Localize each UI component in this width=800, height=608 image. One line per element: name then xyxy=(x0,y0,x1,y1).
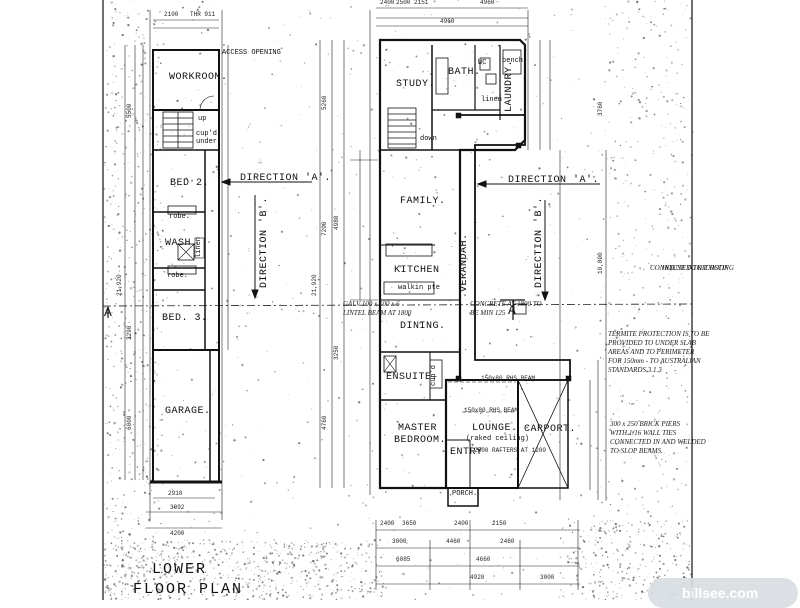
note-concrete: CONCRETE AT 1800 TO BE MIN 125 xyxy=(470,300,542,318)
dim-right-bottom-2: 3650 xyxy=(402,521,416,527)
dim-right-bottom-7: 4460 xyxy=(446,539,460,545)
dim-left-bottom-1: 2910 xyxy=(168,491,182,497)
dim-left-2: 3290 xyxy=(127,326,133,340)
label-down: down xyxy=(420,136,437,143)
dim-left-bottom-2: 3092 xyxy=(170,505,184,511)
room-bedroom: BEDROOM. xyxy=(394,436,446,446)
access-opening-note: ACCESS OPENING xyxy=(222,50,281,57)
site-watermark: billsee.com xyxy=(648,578,798,608)
dim-right-bottom-4: 2150 xyxy=(492,521,506,527)
label-bench: bench xyxy=(502,58,523,65)
room-bath: BATH. xyxy=(448,68,481,78)
label-cupd: cup'd xyxy=(196,131,217,138)
dim-right-bottom-9: 4660 xyxy=(476,557,490,563)
beam-label-1: 150x80 RHS BEAM xyxy=(481,376,535,382)
label-robe-2: robe. xyxy=(167,273,188,280)
dim-right-overall: 21,920 xyxy=(312,274,318,296)
dim-right-3: 4980 xyxy=(334,216,340,230)
dim-right-side-1: 10,800 xyxy=(598,252,604,274)
watermark-text: billsee.com xyxy=(682,585,758,601)
dim-right-top-b: 2151 xyxy=(414,0,428,6)
room-dining: DINING. xyxy=(400,322,446,332)
dim-left-top-1: 2100 xyxy=(164,12,178,18)
label-linen-left: linen xyxy=(196,237,203,258)
left-unit xyxy=(150,50,222,482)
label-up: up xyxy=(198,116,206,123)
dim-right-bottom-5: 2460 xyxy=(500,539,514,545)
label-linen-right: linen xyxy=(481,97,502,104)
beam-label-2: 150x80 RHS BEAM xyxy=(464,408,518,414)
dim-right-side-2: 3760 xyxy=(598,102,604,116)
label-wc: WC xyxy=(478,60,486,67)
room-family: FAMILY. xyxy=(400,197,446,207)
room-kitchen: KITCHEN xyxy=(394,266,440,276)
label-walkin: walkin pte xyxy=(398,285,440,292)
room-verandah: VERANDAH. xyxy=(460,233,470,292)
dim-right-top-a: 2500 xyxy=(396,0,410,6)
dim-right-top-1: 2400 xyxy=(380,0,394,6)
dim-right-5: 4760 xyxy=(322,416,328,430)
dim-right-2: 7200 xyxy=(322,222,328,236)
right-stairs xyxy=(388,108,416,148)
dim-right-top-3: 4960 xyxy=(480,0,494,6)
dim-left-3: 6000 xyxy=(127,416,133,430)
dim-left-1: 5500 xyxy=(127,104,133,118)
room-bed-2: BED 2. xyxy=(170,179,209,189)
label-under: under xyxy=(196,139,217,146)
room-garage: GARAGE. xyxy=(165,407,211,417)
direction-b-right: DIRECTION 'B'. xyxy=(535,197,545,288)
left-stairs xyxy=(163,112,193,148)
room-carport: CARPORT. xyxy=(524,425,576,435)
plan-title-line-2: FLOOR PLAN xyxy=(133,582,243,597)
label-robe-1: robe. xyxy=(169,214,190,221)
room-wash: WASH. xyxy=(165,239,198,249)
note-side-2: HOUSE TO KIT ROOF xyxy=(662,264,728,273)
dim-right-bottom-1: 2400 xyxy=(380,521,394,527)
room-bed-3: BED. 3. xyxy=(162,314,208,324)
dim-left-bottom-3: 4200 xyxy=(170,531,184,537)
room-workroom: WORKROOM. xyxy=(169,73,228,83)
dim-right-top-2: 4960 xyxy=(440,19,454,25)
plan-title-line-1: LOWER xyxy=(152,562,207,577)
label-raked-ceiling: (raked ceiling) xyxy=(466,436,529,443)
dim-right-1: 5260 xyxy=(322,96,328,110)
dim-right-bottom-8: 6085 xyxy=(396,557,410,563)
beam-label-3: 2500 RAFTERS AT 1200 xyxy=(474,448,546,454)
label-cupd-right: cup'd xyxy=(431,365,438,386)
room-study: STUDY. xyxy=(396,80,435,90)
direction-b-left: DIRECTION 'B'. xyxy=(260,197,270,288)
dim-right-bottom-3: 2400 xyxy=(454,521,468,527)
room-porch: PORCH. xyxy=(452,491,477,498)
section-marker-left: A xyxy=(104,306,112,319)
dim-right-bottom-11: 3000 xyxy=(540,575,554,581)
dim-right-bottom-6: 3000 xyxy=(392,539,406,545)
dim-left-top-2: THR 911 xyxy=(190,12,215,18)
direction-a-right: DIRECTION 'A'. xyxy=(508,176,599,186)
room-master: MASTER xyxy=(398,424,437,434)
note-lintel: GALV 100 x 100 x 6 LINTEL BEAM AT 1800 xyxy=(343,300,411,318)
dim-right-bottom-10: 4920 xyxy=(470,575,484,581)
room-lounge: LOUNGE. xyxy=(472,424,518,434)
dim-right-4: 3250 xyxy=(334,346,340,360)
left-dimensions xyxy=(125,10,228,528)
direction-a-left: DIRECTION 'A'. xyxy=(240,174,331,184)
room-laundry: LAUNDRY. xyxy=(505,60,515,112)
note-termite: TERMITE PROTECTION IS TO BE PROVIDED TO … xyxy=(608,330,709,375)
dim-left-overall: 21,920 xyxy=(117,274,123,296)
note-brick-piers: 300 x 250 BRICK PIERS WITH 1/16 WALL TIE… xyxy=(610,420,706,456)
